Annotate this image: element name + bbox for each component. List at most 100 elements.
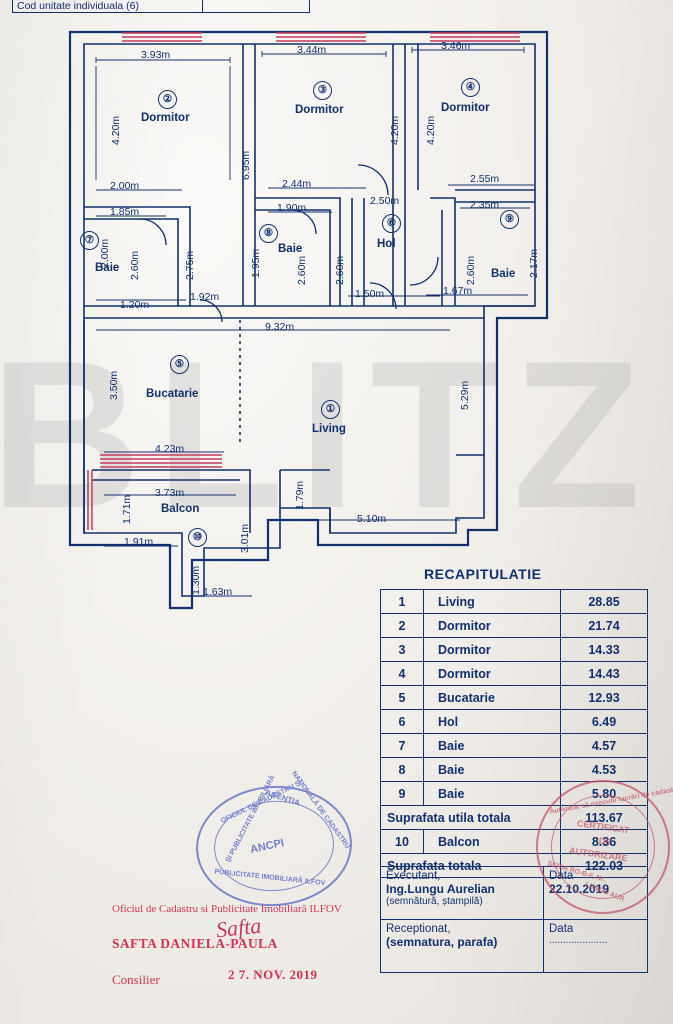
dim-3-01: 3.01m [239,523,251,553]
dim-2-17: 2.17m [528,248,540,278]
room-label-baie-8: Baie [278,243,303,255]
table-row: 6 Hol 6.49 [380,709,648,734]
signature-block: Executant, Ing.Lungu Aurelian (semnătură… [380,866,648,973]
table-row: 8 Baie 4.53 [380,757,648,782]
table-row-balcony: 10 Balcon 8.36 [380,829,648,854]
data-value-1: 22.10.2019 [549,882,610,896]
row-area: 28.85 [560,589,648,614]
stamp-red-de: DE [598,835,612,848]
ocpi-officer-role: Consilier [112,972,160,987]
dim-1-91: 1.91m [124,536,154,548]
receptionat-row: Receptionat, (semnatura, parafa) Data ..… [380,919,648,973]
ocpi-date-stamp: 2 7. NOV. 2019 [228,967,318,982]
row-area: 14.33 [560,637,648,662]
data-label-2: Data [549,923,574,935]
row-area: 6.49 [560,709,648,734]
row-name: Baie [423,757,561,782]
dim-4-20-a: 4.20m [110,115,122,145]
room-label-dormitor-3: Dormitor [295,104,344,116]
executant-cell: Executant, Ing.Lungu Aurelian (semnătură… [380,866,544,920]
dim-3-73: 3.73m [155,487,185,499]
dim-4-23: 4.23m [155,443,185,455]
dim-1-50: 1.50m [355,288,385,300]
dim-4-20-b: 4.20m [389,115,401,145]
receptionat-label: Receptionat, [386,923,451,935]
receptionat-cell: Receptionat, (semnatura, parafa) [380,919,544,973]
recap-title: RECAPITULATIE [424,566,542,582]
row-number: 10 [380,829,424,854]
dim-6-95: 6.95m [240,150,252,180]
dim-2-00-h: 2.00m [110,180,140,192]
room-marker-8: ⑧ [259,224,278,243]
executant-row: Executant, Ing.Lungu Aurelian (semnătură… [380,866,648,920]
dim-1-95: 1.95m [250,248,262,278]
receptionat-sub: (semnatura, parafa) [386,935,498,949]
data-value-2: ..................... [549,935,608,946]
unit-code-box-divider [202,0,305,12]
total-useful-label: Suprafata utila totala [380,805,561,830]
row-number: 8 [380,757,424,782]
data-cell-2: Data ..................... [543,919,648,973]
table-row: 1 Living 28.85 [380,589,648,614]
dim-3-93: 3.93m [141,49,171,61]
recapitulation-table: 1 Living 28.85 2 Dormitor 21.74 3 Dormit… [380,589,648,878]
dim-3-50: 3.50m [108,370,120,400]
ocpi-office-line: Oficiul de Cadastru si Publicitate Imobi… [112,903,342,915]
dim-2-35: 2.35m [470,199,500,211]
dim-1-67: 1.67m [443,285,473,297]
table-row: 4 Dormitor 14.43 [380,661,648,686]
dim-1-92: 1.92m [190,291,220,303]
table-row: 3 Dormitor 14.33 [380,637,648,662]
room-label-bucatarie: Bucatarie [146,388,199,400]
ocpi-officer-name: SAFTA DANIELA-PAULA [112,936,278,951]
ocpi-signature: Safta [214,912,263,943]
dim-3-46: 3.46m [441,40,471,52]
row-number: 3 [380,637,424,662]
room-label-baie-7: Baie [95,262,120,274]
dim-1-30: 1.30m [190,565,202,595]
dim-3-44: 3.44m [297,44,327,56]
room-label-balcon: Balcon [161,503,200,515]
row-area: 12.93 [560,685,648,710]
room-marker-7: ⑦ [80,231,99,250]
dim-1-90: 1.90m [277,202,307,214]
dim-2-55: 2.55m [470,173,500,185]
dim-1-71: 1.71m [121,494,133,524]
row-area: 4.53 [560,757,648,782]
data-label-1: Data [549,870,574,882]
row-area: 21.74 [560,613,648,638]
room-label-dormitor-4: Dormitor [441,102,490,114]
row-name: Dormitor [423,637,561,662]
dim-5-29: 5.29m [459,380,471,410]
dim-2-60-b: 2.60m [296,255,308,285]
total-useful-value: 113.67 [560,805,648,830]
dim-1-79: 1.79m [294,480,306,510]
room-marker-9: ⑨ [500,210,519,229]
dim-2-00-v: 2.00m [99,238,111,268]
table-row: 7 Baie 4.57 [380,733,648,758]
row-number: 5 [380,685,424,710]
dim-1-63: 1.63m [203,586,233,598]
room-marker-3: ③ [313,81,332,100]
room-marker-5: ⑤ [170,355,189,374]
row-number: 1 [380,589,424,614]
row-name: Bucatarie [423,685,561,710]
dim-2-60-d: 2.60m [465,255,477,285]
dim-2-50: 2.50m [370,195,400,207]
table-row: 5 Bucatarie 12.93 [380,685,648,710]
row-area: 14.43 [560,661,648,686]
room-marker-6: ⑥ [382,214,401,233]
row-name: Dormitor [423,661,561,686]
dim-5-10: 5.10m [357,513,387,525]
dim-9-32: 9.32m [265,321,295,333]
executant-sub: (semnătură, ștampilă) [386,896,483,907]
table-row: 2 Dormitor 21.74 [380,613,648,638]
row-number: 2 [380,613,424,638]
unit-code-box: Cod unitate individuala (6) [12,0,310,13]
executant-label: Executant, [386,870,441,882]
room-marker-1: ① [321,400,340,419]
table-row-total-useful: Suprafata utila totala 113.67 [380,805,648,830]
row-name: Hol [423,709,561,734]
